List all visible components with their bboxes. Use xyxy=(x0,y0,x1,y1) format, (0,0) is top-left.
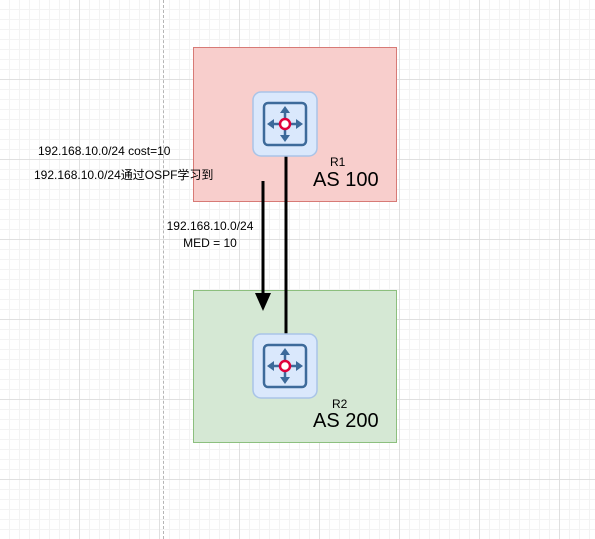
router-icon xyxy=(252,333,318,399)
bgp-med-note: MED = 10 xyxy=(183,236,237,250)
router-r2[interactable] xyxy=(252,333,318,399)
ospf-cost-note: 192.168.10.0/24 cost=10 xyxy=(38,144,171,158)
router-icon xyxy=(252,91,318,157)
router-r2-name: R2 xyxy=(332,397,348,411)
as200-label: AS 200 xyxy=(313,410,379,432)
bgp-prefix-note: 192.168.10.0/24 xyxy=(166,219,254,233)
route-advertisement-arrow[interactable] xyxy=(255,181,271,311)
router-r1[interactable] xyxy=(252,91,318,157)
page-guide-line xyxy=(163,0,164,539)
as100-label: AS 100 xyxy=(313,169,379,191)
router-r1-name: R1 xyxy=(330,155,346,169)
ospf-learned-note: 192.168.10.0/24通过OSPF学习到 xyxy=(34,168,214,182)
